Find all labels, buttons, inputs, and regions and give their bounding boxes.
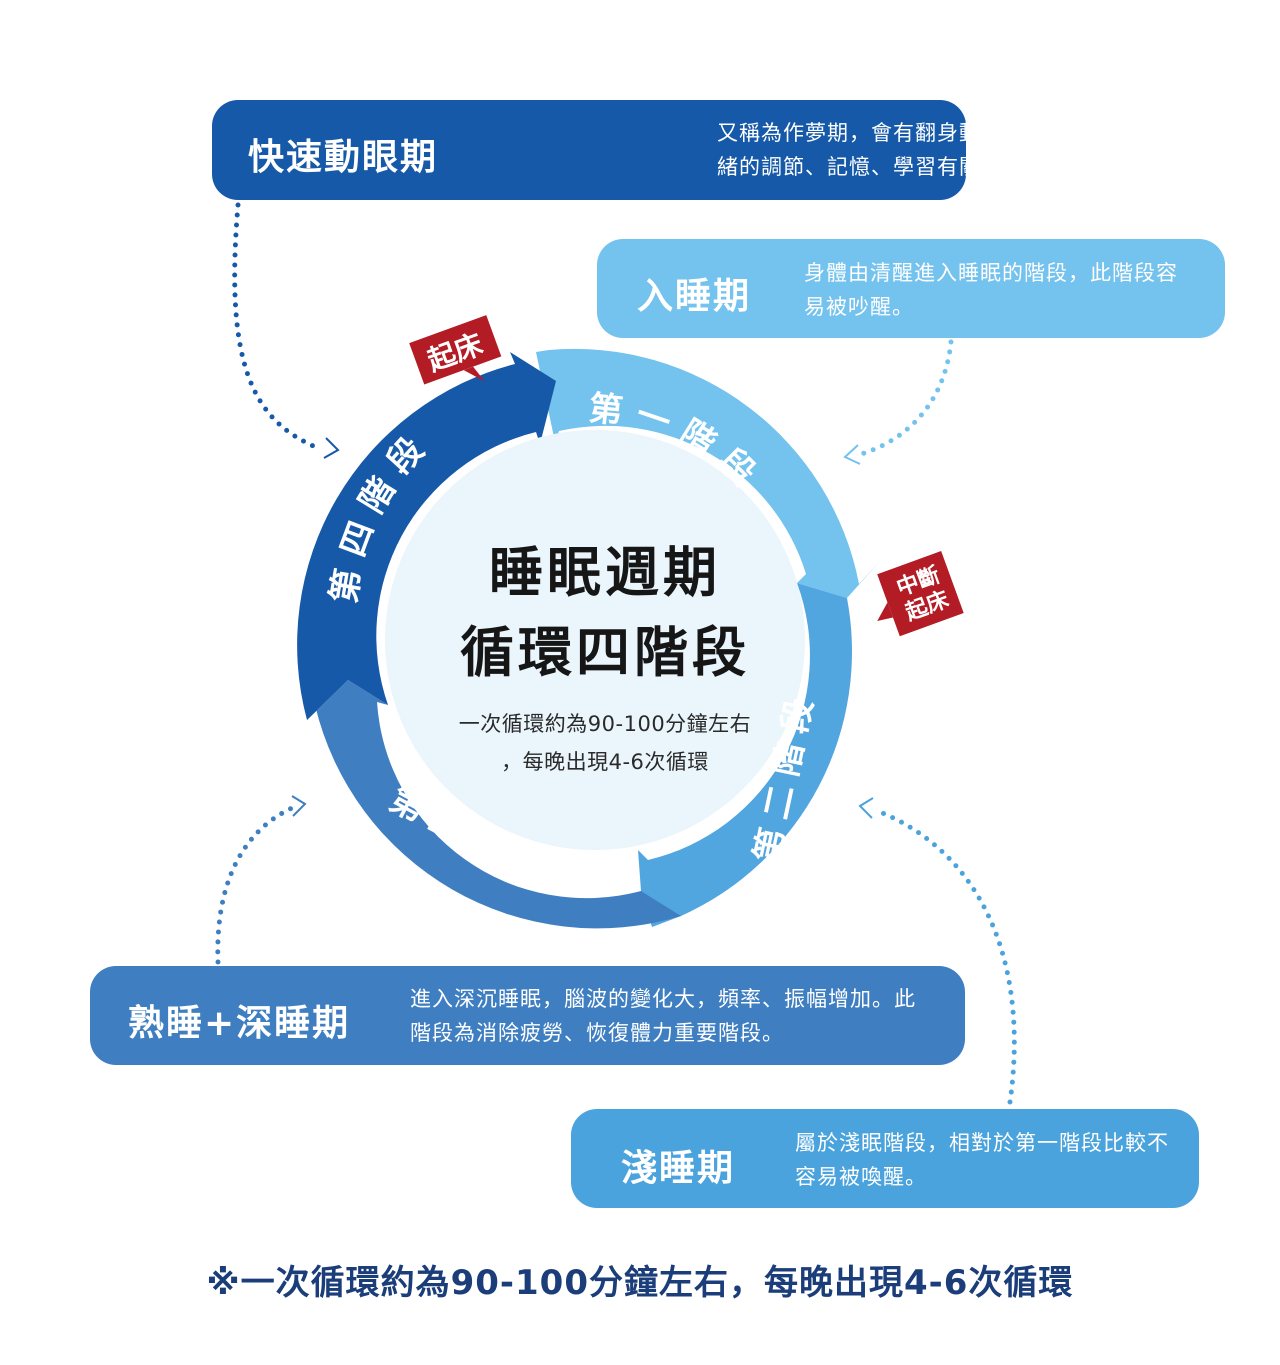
center-note-line1: 一次循環約為90-100分鐘左右 xyxy=(458,712,752,736)
card-stage34: 熟睡+深睡期 進入深沉睡眠，腦波的變化大，頻率、振幅增加。此階段為消除疲勞、恢復… xyxy=(90,966,965,1065)
connector-stage1-arrowhead xyxy=(843,444,861,465)
connector-rem xyxy=(232,202,321,451)
center-note-line2: ，每晚出現4-6次循環 xyxy=(501,750,709,774)
card-stage1: 入睡期 身體由清醒進入睡眠的階段，此階段容易被吵醒。 xyxy=(597,239,1225,338)
connector-stage2-arrowhead xyxy=(858,797,874,819)
card-stage2-title: 淺睡期 xyxy=(621,1148,736,1189)
card-rem: 快速動眼期 又稱為作夢期，會有翻身動作的階段，與情緒的調節、記憶、學習有關。 xyxy=(212,100,1134,200)
wake-tag: 起床 xyxy=(409,315,502,385)
center-circle xyxy=(385,430,805,850)
ring-segment-stage4 xyxy=(297,352,556,720)
ring-segment-stage2 xyxy=(638,583,852,927)
card-stage34-desc: 進入深沉睡眠，腦波的變化大，頻率、振幅增加。此階段為消除疲勞、恢復體力重要階段。 xyxy=(410,987,916,1045)
ring-segment-stage3 xyxy=(307,680,681,929)
card-stage2-desc: 屬於淺眠階段，相對於第一階段比較不容易被喚醒。 xyxy=(795,1131,1169,1189)
center-title-line1: 睡眠週期 xyxy=(489,541,721,604)
card-stage2: 淺睡期 屬於淺眠階段，相對於第一階段比較不容易被喚醒。 xyxy=(571,1109,1199,1208)
connector-rem-arrowhead xyxy=(323,437,340,459)
connector-stage2 xyxy=(872,807,1017,1105)
connector-stage34 xyxy=(215,805,295,965)
card-stage34-title: 熟睡+深睡期 xyxy=(128,1003,351,1044)
ring-segment-stage1 xyxy=(536,348,881,598)
interrupt-tag: 中斷 起床 xyxy=(877,550,964,637)
center-title-line2: 循環四階段 xyxy=(460,621,750,684)
card-rem-title: 快速動眼期 xyxy=(248,137,439,178)
card-stage1-desc: 身體由清醒進入睡眠的階段，此階段容易被吵醒。 xyxy=(804,261,1178,319)
connector-stage34-arrowhead xyxy=(291,795,307,817)
card-stage1-title: 入睡期 xyxy=(637,276,752,317)
connector-stage1 xyxy=(855,339,954,458)
footer-note: ※一次循環約為90-100分鐘左右，每晚出現4-6次循環 xyxy=(206,1263,1074,1303)
card-rem-desc: 又稱為作夢期，會有翻身動作的階段，與情緒的調節、記憶、學習有關。 xyxy=(717,121,1135,179)
